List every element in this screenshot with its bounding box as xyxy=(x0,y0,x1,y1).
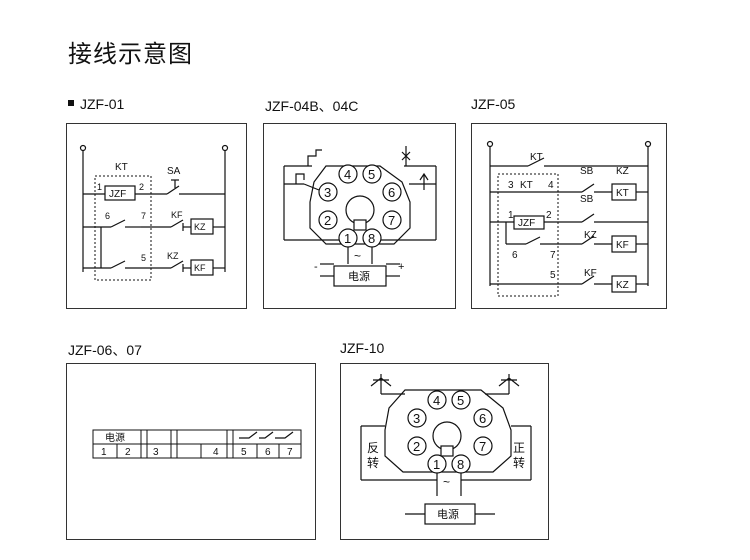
jzf06-table: 电源 1 2 3 4 5 6 7 xyxy=(92,429,302,459)
p4-cell5: 5 xyxy=(241,447,247,458)
p4-cell4: 4 xyxy=(213,447,219,458)
p5-pin4: 4 xyxy=(433,393,440,408)
label-jzf01: JZF-01 xyxy=(68,96,124,112)
p2-pin3: 3 xyxy=(324,185,331,200)
p1-kz-box: KZ xyxy=(194,222,206,232)
p5-pin5: 5 xyxy=(457,393,464,408)
p5-forward-2: 转 xyxy=(513,455,525,470)
p2-pin2: 2 xyxy=(324,213,331,228)
p3-kt-box: KT xyxy=(616,188,629,199)
p1-n1: 1 xyxy=(97,182,102,192)
p2-tilde: ~ xyxy=(354,249,361,263)
p1-n6: 6 xyxy=(105,211,110,221)
p3-n7: 7 xyxy=(550,250,556,261)
p5-pin2: 2 xyxy=(413,439,420,454)
p3-n6: 6 xyxy=(512,250,518,261)
p3-n3: 3 xyxy=(508,180,514,191)
p5-pin1: 1 xyxy=(433,457,440,472)
p1-kt: KT xyxy=(115,162,128,173)
p1-n5: 5 xyxy=(141,253,146,263)
p3-ktin: KT xyxy=(520,180,533,191)
p4-cell7: 7 xyxy=(287,447,293,458)
p3-jzf: JZF xyxy=(518,218,535,229)
p5-power: 电源 xyxy=(437,507,459,521)
p4-cell2: 2 xyxy=(125,447,131,458)
p4-cell1: 1 xyxy=(101,447,107,458)
p5-forward-1: 正 xyxy=(513,441,525,455)
jzf10-circuit: 4 5 3 6 2 7 1 8 ~ 电源 反 转 正 转 xyxy=(360,374,532,525)
p3-n4: 4 xyxy=(548,180,554,191)
p4-cell3: 3 xyxy=(153,447,159,458)
page-title: 接线示意图 xyxy=(68,41,193,68)
p3-kf-box: KF xyxy=(616,240,629,251)
p5-pin8: 8 xyxy=(457,457,464,472)
p5-tilde: ~ xyxy=(443,475,450,489)
p3-kt: KT xyxy=(530,152,543,163)
p1-sa: SA xyxy=(167,166,181,177)
jzf01-circuit: KT SA JZF 1 2 6 7 KF KZ 5 KZ KF xyxy=(79,144,229,281)
p3-kf: KF xyxy=(584,268,597,279)
jzf05-circuit: KT SB KZ 3 KT 4 KT SB 1 2 JZF 6 7 KZ KF … xyxy=(486,140,652,297)
p1-jzf: JZF xyxy=(109,189,126,200)
p5-pin6: 6 xyxy=(479,411,486,426)
p1-kz2: KZ xyxy=(167,251,179,261)
p1-kf: KF xyxy=(171,210,183,220)
p5-pin7: 7 xyxy=(479,439,486,454)
p1-n2: 2 xyxy=(139,182,144,192)
label-jzf04: JZF-04B、04C xyxy=(265,98,359,114)
p1-n7: 7 xyxy=(141,211,146,221)
jzf04-circuit: 4 5 3 6 2 7 1 8 ~ 电源 - + xyxy=(283,146,437,287)
p3-kz-box: KZ xyxy=(616,280,629,291)
label-jzf06: JZF-06、07 xyxy=(68,342,142,358)
p2-pin7: 7 xyxy=(388,213,395,228)
p2-pin4: 4 xyxy=(344,167,351,182)
p3-n2: 2 xyxy=(546,210,552,221)
p3-n5: 5 xyxy=(550,270,556,281)
p5-reverse-2: 转 xyxy=(367,455,379,470)
diagram-jzf05: KT SB KZ 3 KT 4 KT SB 1 2 JZF 6 7 KZ KF … xyxy=(471,123,667,309)
p2-pin8: 8 xyxy=(368,231,375,246)
p3-n1: 1 xyxy=(508,210,514,221)
p2-pin1: 1 xyxy=(344,231,351,246)
p4-cell6: 6 xyxy=(265,447,271,458)
diagram-jzf04: 4 5 3 6 2 7 1 8 ~ 电源 - + xyxy=(263,123,456,309)
label-jzf05: JZF-05 xyxy=(471,96,516,112)
p2-pin5: 5 xyxy=(368,167,375,182)
label-jzf01-text: JZF-01 xyxy=(80,96,125,112)
p5-pin3: 3 xyxy=(413,411,420,426)
p1-kf-box: KF xyxy=(194,263,206,273)
p3-kz: KZ xyxy=(616,166,629,177)
diagram-jzf06: 电源 1 2 3 4 5 6 7 xyxy=(66,363,316,540)
p2-power: 电源 xyxy=(348,269,370,283)
diagram-jzf10: 4 5 3 6 2 7 1 8 ~ 电源 反 转 正 转 xyxy=(340,363,549,540)
p2-pin6: 6 xyxy=(388,185,395,200)
p3-sb: SB xyxy=(580,166,594,177)
diagram-jzf01: KT SA JZF 1 2 6 7 KF KZ 5 KZ KF xyxy=(66,123,247,309)
bullet-icon xyxy=(68,100,74,107)
p5-reverse-1: 反 xyxy=(367,441,379,455)
p3-sb2: SB xyxy=(580,194,594,205)
p3-kz2: KZ xyxy=(584,230,597,241)
p2-minus: - xyxy=(314,261,318,273)
p2-plus: + xyxy=(398,261,404,273)
p4-power: 电源 xyxy=(105,431,125,444)
label-jzf10: JZF-10 xyxy=(340,340,385,356)
